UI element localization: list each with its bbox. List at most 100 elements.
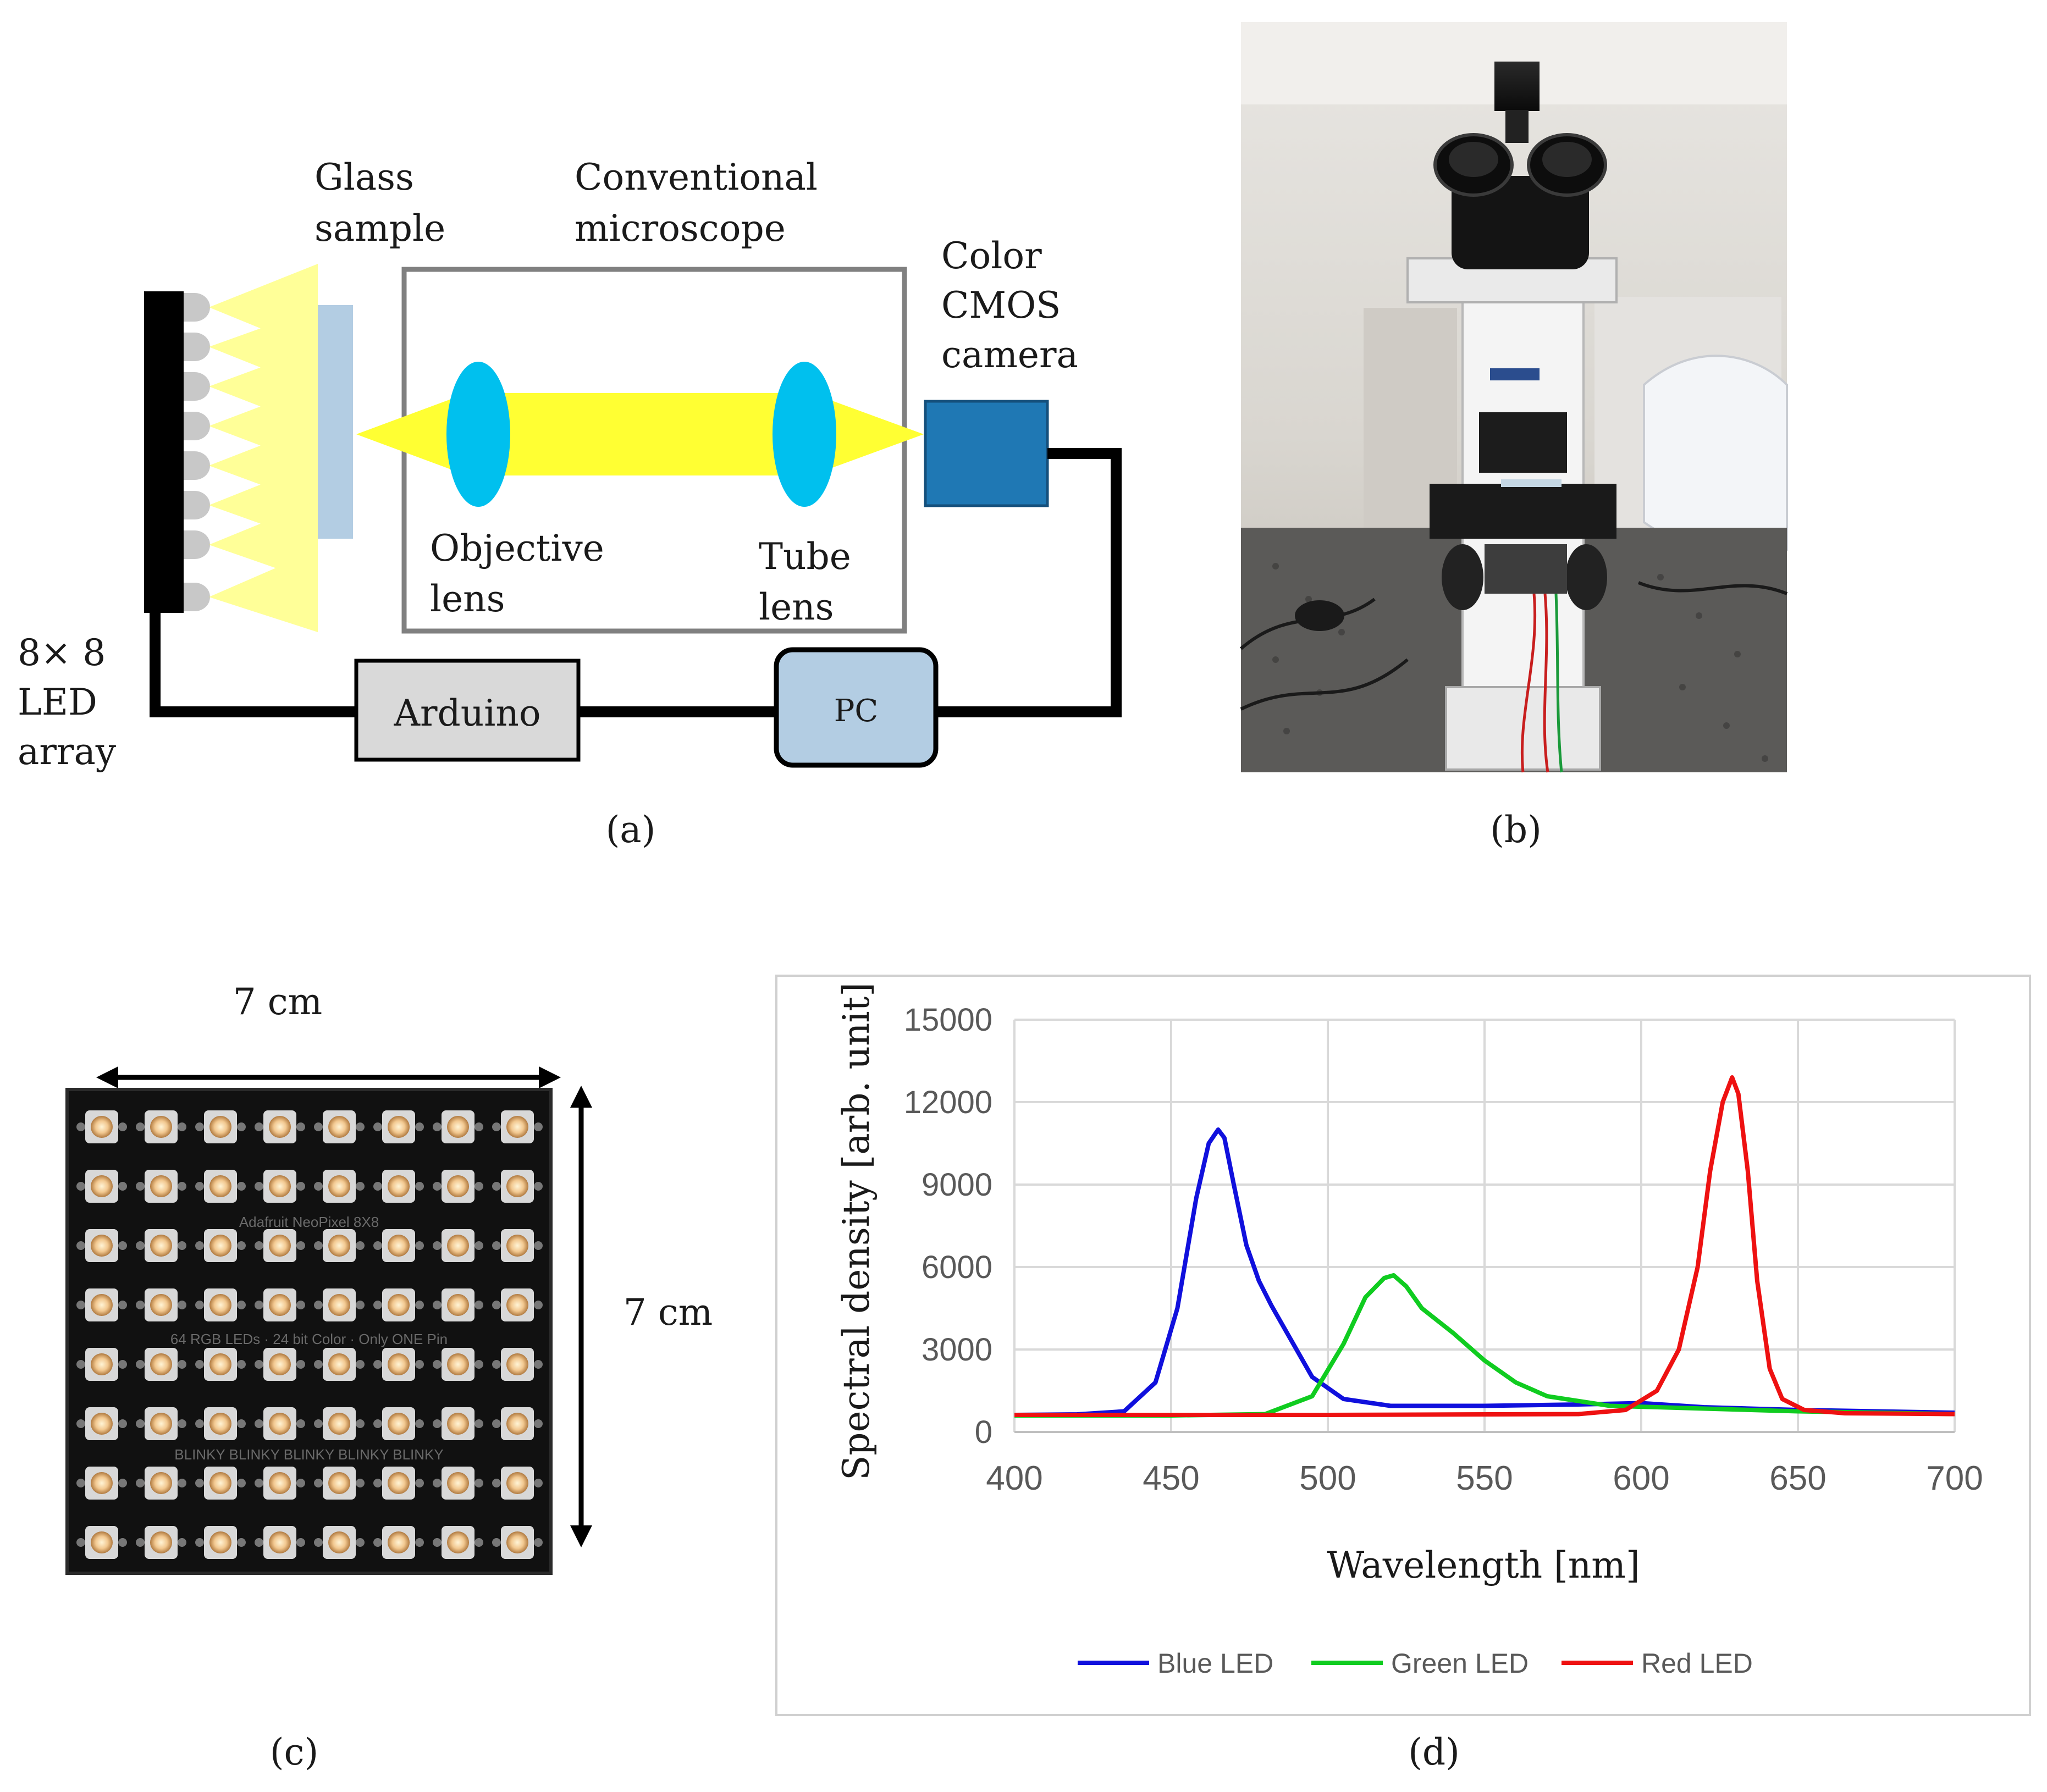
- wire-led-arduino: [150, 611, 356, 717]
- board-led-pad: [373, 1122, 382, 1131]
- board-led-pad: [433, 1122, 442, 1131]
- board-led-pad: [255, 1241, 263, 1250]
- board-led-pad: [178, 1479, 186, 1487]
- board-led: [269, 1531, 291, 1553]
- board-led-pad: [356, 1301, 365, 1309]
- board-led-pad: [178, 1360, 186, 1369]
- board-led-pad: [255, 1479, 263, 1487]
- board-led-pad: [492, 1538, 501, 1547]
- panel-c-led-board: 7 cm 7 cm Adafruit NeoPixel 8X8 64 RGB L…: [65, 981, 713, 1773]
- board-led: [447, 1294, 469, 1316]
- board-led-pad: [118, 1360, 127, 1369]
- board-led: [388, 1116, 410, 1138]
- board-led: [328, 1353, 350, 1375]
- board-led-pad: [433, 1241, 442, 1250]
- board-led: [388, 1413, 410, 1435]
- board-led-pad: [415, 1419, 424, 1428]
- legend-label: Green LED: [1391, 1648, 1529, 1679]
- led-array-bar: [144, 291, 184, 613]
- board-text-blinky: BLINKY BLINKY BLINKY BLINKY BLINKY: [174, 1446, 443, 1463]
- y-axis-label: Spectral density [arb. unit]: [835, 982, 878, 1480]
- y-tick-label: 6000: [922, 1249, 992, 1285]
- board-led-pad: [534, 1538, 543, 1547]
- board-led: [328, 1472, 350, 1494]
- board-led: [506, 1235, 528, 1257]
- board-led: [388, 1531, 410, 1553]
- board-led: [91, 1472, 113, 1494]
- y-tick-label: 9000: [922, 1167, 992, 1203]
- board-led-pad: [314, 1182, 323, 1191]
- board-led-pad: [415, 1538, 424, 1547]
- board-led-pad: [433, 1360, 442, 1369]
- board-led-pad: [534, 1360, 543, 1369]
- board-led-pad: [415, 1479, 424, 1487]
- label-camera-line2: CMOS: [941, 284, 1061, 327]
- board-led-pad: [76, 1301, 85, 1309]
- label-width-7cm: 7 cm: [233, 981, 323, 1023]
- panel-a-schematic: Glass sample Conventional microscope Col…: [18, 156, 1122, 851]
- label-pc: PC: [834, 693, 879, 729]
- board-led: [506, 1531, 528, 1553]
- board-led-pad: [474, 1479, 483, 1487]
- board-led-pad: [178, 1182, 186, 1191]
- label-objective-line1: Objective: [430, 527, 604, 569]
- board-led-pad: [474, 1538, 483, 1547]
- caption-a: (a): [606, 809, 656, 851]
- photo-camera-mount: [1505, 110, 1529, 143]
- board-led-pad: [255, 1360, 263, 1369]
- board-led: [506, 1413, 528, 1435]
- board-led-pad: [373, 1538, 382, 1547]
- chart-grid: [1013, 1019, 1956, 1433]
- board-led-pad: [237, 1479, 246, 1487]
- board-led: [209, 1235, 231, 1257]
- photo-mouse: [1295, 600, 1344, 631]
- photo-objective-turret: [1479, 412, 1567, 473]
- label-tube-line1: Tube: [759, 535, 851, 578]
- board-led-pad: [178, 1241, 186, 1250]
- x-tick-label: 450: [1143, 1459, 1199, 1497]
- board-led-pad: [296, 1301, 305, 1309]
- board-led-pad: [195, 1122, 204, 1131]
- board-led: [209, 1413, 231, 1435]
- board-led-pad: [296, 1360, 305, 1369]
- board-led-pad: [255, 1122, 263, 1131]
- photo-plastic-bag: [1643, 355, 1788, 555]
- board-led-pad: [136, 1122, 145, 1131]
- board-led-pad: [237, 1122, 246, 1131]
- board-led-pad: [296, 1538, 305, 1547]
- board-led: [91, 1235, 113, 1257]
- board-led-pad: [136, 1479, 145, 1487]
- board-led: [209, 1116, 231, 1138]
- board-led-pad: [314, 1301, 323, 1309]
- board-led: [269, 1235, 291, 1257]
- label-microscope-line1: Conventional: [575, 156, 818, 198]
- x-tick-label: 550: [1456, 1459, 1513, 1497]
- board-led: [269, 1294, 291, 1316]
- board-led: [91, 1116, 113, 1138]
- board-text-spec: 64 RGB LEDs · 24 bit Color · Only ONE Pi…: [170, 1331, 448, 1347]
- caption-d: (d): [1408, 1731, 1460, 1773]
- board-led-pad: [195, 1241, 204, 1250]
- board-led-pad: [474, 1241, 483, 1250]
- board-led-pad: [136, 1419, 145, 1428]
- photo-focus-knob-left: [1442, 544, 1483, 610]
- board-led-pad: [415, 1241, 424, 1250]
- board-led: [150, 1472, 172, 1494]
- board-led-pad: [118, 1241, 127, 1250]
- x-axis-label: Wavelength [nm]: [1327, 1544, 1640, 1586]
- board-led-pad: [433, 1301, 442, 1309]
- board-led: [269, 1472, 291, 1494]
- photo-colored-wires: [1520, 593, 1549, 773]
- board-led-pad: [237, 1182, 246, 1191]
- board-led: [209, 1294, 231, 1316]
- board-led-pad: [415, 1360, 424, 1369]
- board-led-pad: [178, 1419, 186, 1428]
- height-arrow: [570, 1086, 592, 1547]
- board-led-pad: [433, 1182, 442, 1191]
- board-led: [388, 1175, 410, 1197]
- glass-sample: [318, 305, 353, 539]
- board-led-pad: [76, 1479, 85, 1487]
- board-led-pad: [534, 1479, 543, 1487]
- board-led-pad: [195, 1538, 204, 1547]
